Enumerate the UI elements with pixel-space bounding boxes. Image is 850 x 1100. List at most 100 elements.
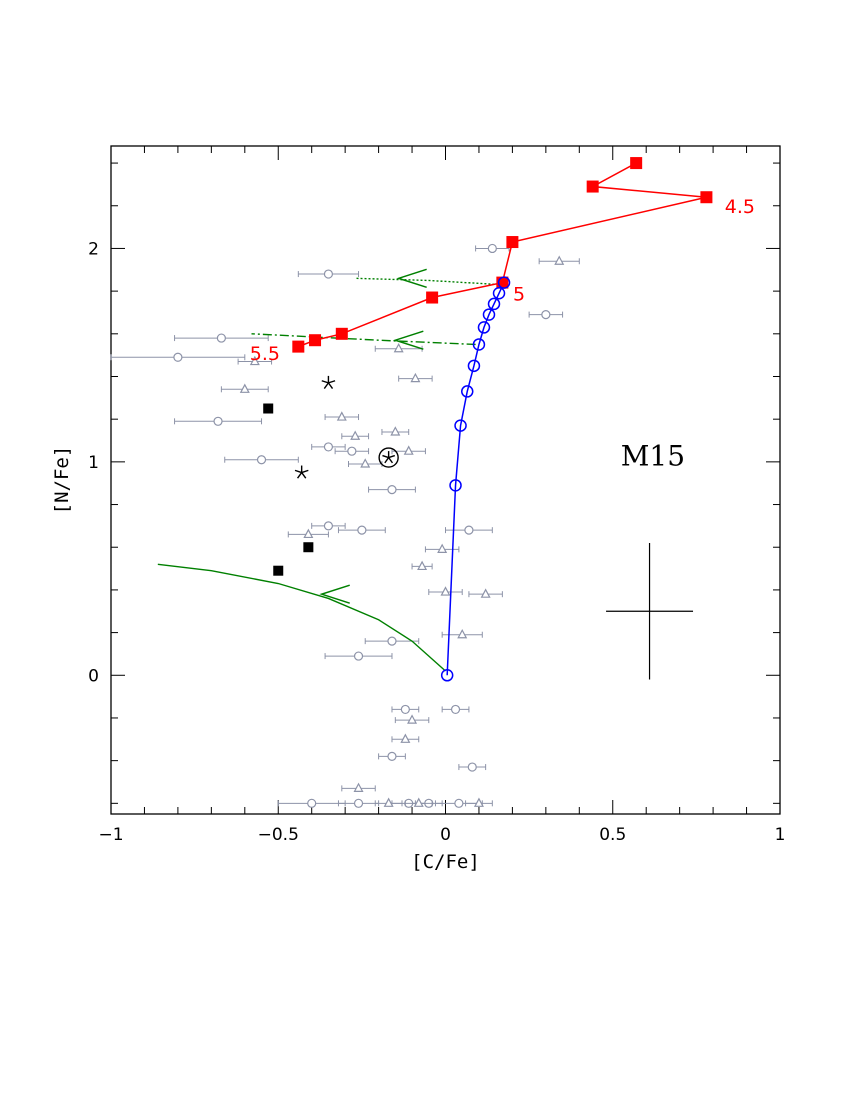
red-model-point: [309, 334, 322, 347]
black-square-point: [263, 403, 274, 414]
black-asterisk-ray: [296, 472, 303, 479]
observed-circle-point: [487, 243, 497, 254]
blue-model-point: [440, 669, 454, 682]
y-tick-label: 0: [88, 666, 99, 686]
black-asterisk-ray: [294, 469, 302, 474]
dilution-arrowhead: [319, 584, 350, 604]
observed-circle-point: [323, 442, 334, 452]
black-asterisk-ray: [323, 382, 329, 389]
y-axis-title: [N/Fe]: [51, 446, 73, 515]
observed-circle-point: [353, 651, 364, 661]
blue-model-point: [454, 419, 467, 432]
observed-circle-point: [347, 446, 357, 456]
circled-asterisk-ray: [388, 454, 396, 459]
observed-triangle-point: [383, 797, 394, 807]
blue-model-point: [477, 321, 491, 334]
x-tick-label: 0: [440, 825, 451, 845]
black-asterisk-ray: [301, 472, 307, 479]
observed-circle-point: [323, 269, 334, 279]
observed-circle-point: [173, 352, 183, 362]
observed-circle-point: [454, 798, 464, 808]
observed-circle-point: [256, 455, 267, 465]
observed-circle-point: [216, 333, 226, 343]
blue-model-point: [482, 308, 496, 321]
observed-triangle-point: [353, 782, 364, 792]
dilution-curve-dash-dot: [251, 333, 476, 346]
blue-model-point: [460, 385, 474, 398]
blue-model-point: [497, 276, 511, 289]
circled-asterisk-ray: [384, 457, 390, 464]
observed-circle-point: [353, 798, 364, 808]
red-model-point: [586, 180, 599, 193]
y-tick-label: 2: [88, 239, 99, 259]
observed-triangle-point: [393, 342, 404, 353]
dilution-arrowhead: [396, 268, 427, 289]
red-model-point: [700, 191, 713, 204]
observed-circle-point: [357, 525, 367, 535]
observed-circle-point: [387, 636, 397, 646]
model-tracks: [157, 157, 713, 682]
cluster-name-annotation: M15: [621, 439, 685, 472]
observed-triangle-point: [480, 588, 491, 598]
red-model-point: [630, 157, 643, 170]
observed-circle-point: [400, 704, 410, 715]
red-track-label: 5.5: [250, 343, 280, 365]
observed-circle-point: [387, 485, 397, 495]
blue-model-point: [449, 479, 462, 492]
observed-triangle-point: [407, 714, 418, 724]
dilution-arrowhead: [392, 330, 424, 350]
observed-circle-point: [450, 704, 461, 715]
red-track-label: 4.5: [725, 196, 755, 218]
observed-triangle-point: [249, 355, 260, 366]
observed-circle-point: [467, 762, 477, 772]
x-axis-title: [C/Fe]: [411, 851, 480, 873]
red-track-label: 5: [513, 283, 525, 305]
dilution-curve-dotted: [355, 277, 503, 286]
observed-triangle-point: [350, 430, 361, 440]
black-square-point: [303, 542, 314, 553]
x-tick-label: 1: [775, 825, 786, 845]
observed-triangle-point: [473, 797, 484, 807]
observed-circle-point: [387, 751, 397, 761]
observed-triangle-point: [239, 383, 250, 393]
observed-circle-point: [464, 525, 474, 535]
observed-triangle-point: [390, 426, 401, 436]
black-asterisk-ray: [328, 380, 336, 384]
blue-model-point: [492, 287, 506, 300]
observed-triangle-point: [410, 372, 421, 383]
observed-triangle-point: [437, 543, 448, 553]
red-model-line: [298, 162, 707, 348]
blue-model-point: [487, 297, 501, 311]
observed-triangle-point: [303, 528, 314, 539]
observed-circle-point: [307, 798, 317, 808]
observed-triangle-point: [360, 458, 371, 468]
black-asterisk-ray: [301, 469, 309, 474]
x-tick-label: −1: [98, 825, 123, 845]
observed-triangle-point: [417, 560, 428, 571]
observed-circle-point: [213, 416, 223, 426]
observed-triangle-point: [400, 733, 411, 743]
red-model-point: [292, 340, 305, 353]
observed-circle-point: [541, 310, 551, 320]
observed-stars: [110, 243, 694, 808]
blue-model-point: [467, 359, 481, 373]
observed-triangle-point: [413, 797, 424, 807]
black-asterisk-ray: [327, 382, 334, 389]
plot-frame: [110, 145, 781, 815]
observed-circle-point: [323, 521, 334, 531]
blue-model-point: [472, 338, 486, 351]
circled-asterisk-ray: [382, 454, 389, 459]
observed-triangle-point: [336, 411, 347, 421]
x-tick-label: 0.5: [599, 825, 626, 845]
black-asterisk-ray: [321, 380, 329, 384]
red-model-point: [335, 327, 348, 340]
circled-asterisk-ray: [388, 457, 394, 464]
circled-asterisk-ring: [378, 447, 399, 468]
black-square-point: [273, 565, 284, 576]
red-model-point: [426, 291, 439, 304]
observed-triangle-point: [403, 445, 414, 455]
dilution-curve-solid: [157, 563, 446, 672]
